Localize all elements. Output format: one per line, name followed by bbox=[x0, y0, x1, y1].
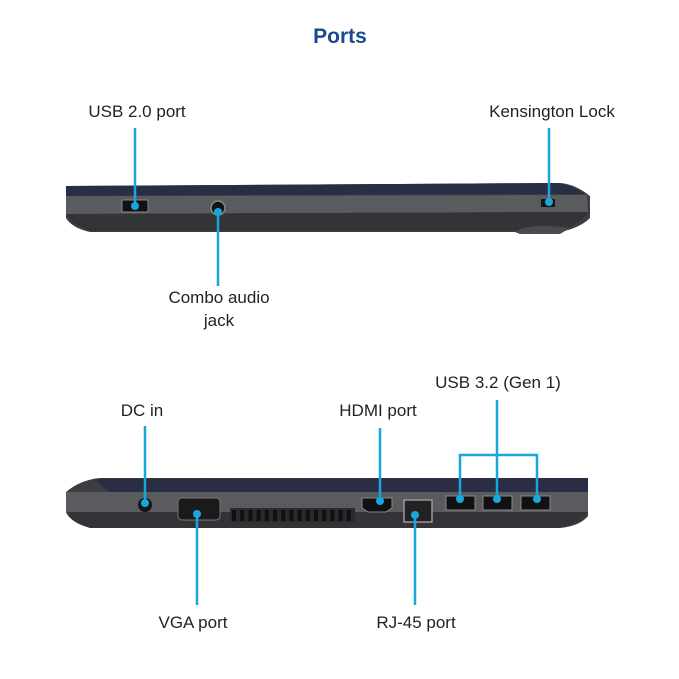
vent-slot bbox=[232, 510, 236, 521]
vent-slot bbox=[248, 510, 253, 521]
usb32-port-label: USB 3.2 (Gen 1) bbox=[435, 373, 561, 392]
vent-slot bbox=[305, 510, 310, 521]
vent-slot bbox=[338, 510, 343, 521]
rj45-port-shape bbox=[403, 499, 433, 523]
dc-in-label: DC in bbox=[121, 401, 164, 420]
vent-slot bbox=[256, 510, 261, 521]
vent-grille bbox=[230, 508, 355, 522]
vent-slot bbox=[264, 510, 269, 521]
bottom-callouts bbox=[141, 400, 541, 605]
vent-slot bbox=[273, 510, 277, 521]
kensington-lock-label: Kensington Lock bbox=[489, 102, 615, 121]
vent-slot bbox=[346, 510, 351, 521]
page-title: Ports bbox=[313, 25, 367, 48]
combo-audio-label-line2: jack bbox=[203, 311, 235, 330]
rj45-port-label: RJ-45 port bbox=[376, 613, 456, 632]
hdmi-port-label: HDMI port bbox=[339, 401, 417, 420]
vent-slot bbox=[289, 510, 294, 521]
usb2-port-label: USB 2.0 port bbox=[88, 102, 186, 121]
hdmi-port-shape bbox=[361, 497, 393, 513]
vent-slot bbox=[297, 510, 302, 521]
combo-audio-label-line1: Combo audio bbox=[168, 288, 269, 307]
vga-port-shape bbox=[177, 497, 221, 521]
vent-slot bbox=[314, 510, 318, 521]
vga-port-label: VGA port bbox=[159, 613, 228, 632]
vent-slot bbox=[330, 510, 335, 521]
vent-slot bbox=[281, 510, 286, 521]
top-callouts bbox=[131, 128, 553, 286]
laptop-left-side-view bbox=[66, 183, 590, 234]
vent-slot bbox=[240, 510, 245, 521]
vent-slot bbox=[322, 510, 327, 521]
